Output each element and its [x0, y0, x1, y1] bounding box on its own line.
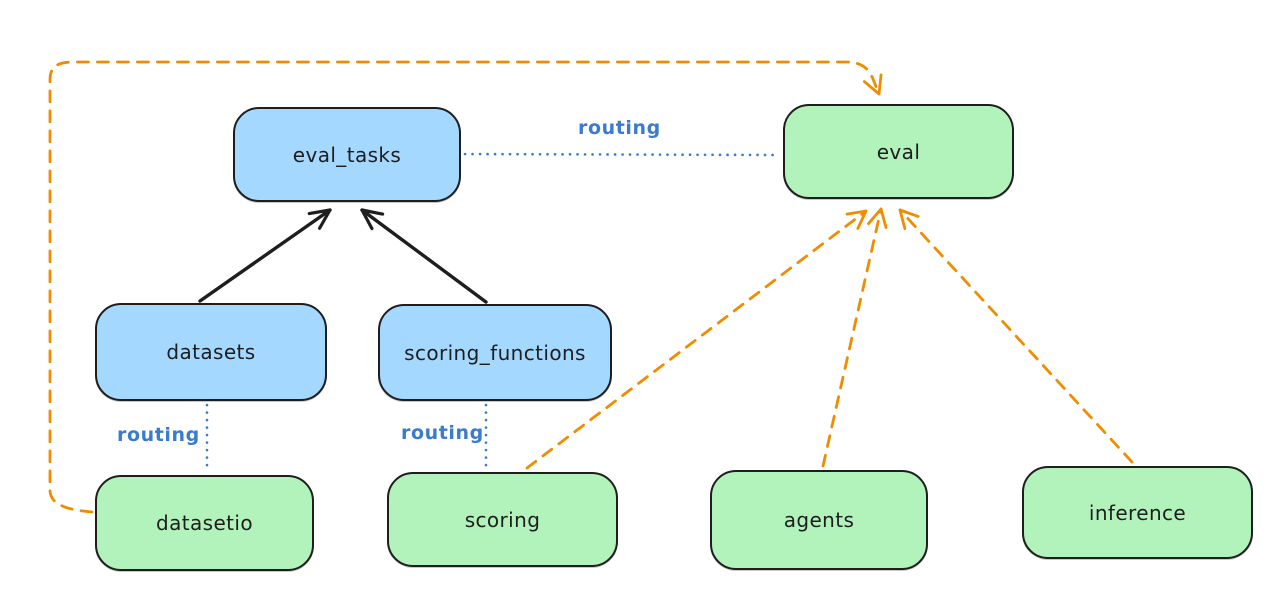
- node-scoring: scoring: [387, 472, 618, 567]
- node-agents: agents: [710, 470, 928, 570]
- edge-datasets-to-eval-tasks-arrow: [198, 208, 332, 303]
- node-eval-label: eval: [876, 139, 921, 164]
- node-eval: eval: [783, 104, 1014, 199]
- node-datasets: datasets: [95, 303, 327, 401]
- edge-agents-to-eval-dashed-arrow: [821, 207, 888, 468]
- node-datasets-label: datasets: [166, 340, 256, 364]
- edge-scoring-to-eval-dashed-arrow: [525, 209, 868, 470]
- edge-datasetio-to-eval-dashed-arrow: [48, 60, 883, 514]
- node-eval-tasks: eval_tasks: [233, 107, 461, 202]
- node-inference: inference: [1022, 466, 1253, 559]
- node-inference-label: inference: [1088, 500, 1187, 525]
- node-datasetio-label: datasetio: [155, 511, 253, 535]
- edge-inference-to-eval-dashed-arrow: [898, 208, 1134, 464]
- node-scoring-label: scoring: [464, 507, 541, 532]
- edge-label-routing-datasets-to-datasetio: routing: [117, 424, 200, 446]
- edge-label-routing-eval-tasks-to-eval: routing: [578, 117, 661, 139]
- edge-eval-tasks-to-eval-dotted: [463, 152, 781, 157]
- node-datasetio: datasetio: [95, 475, 314, 571]
- edge-label-routing-scoring-functions-to-scoring: routing: [401, 422, 484, 444]
- node-scoring-functions: scoring_functions: [378, 304, 612, 401]
- node-eval-tasks-label: eval_tasks: [292, 142, 402, 167]
- edge-scoring-functions-to-eval-tasks-arrow: [360, 208, 488, 304]
- node-scoring-functions-label: scoring_functions: [404, 340, 586, 365]
- node-agents-label: agents: [783, 508, 855, 532]
